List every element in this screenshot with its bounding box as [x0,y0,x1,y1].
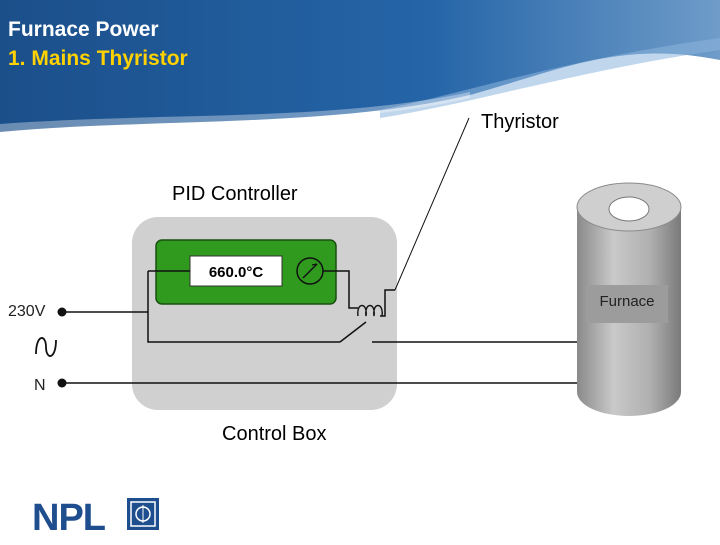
furnace-opening [608,196,650,222]
pid-controller-label: PID Controller [172,183,298,205]
title-line-2: 1. Mains Thyristor [8,47,188,70]
neutral-label: N [34,377,46,394]
voltage-label: 230V [8,303,46,320]
display-value: 660.0°C [209,264,264,281]
furnace-label-box [586,285,668,323]
control-box-label: Control Box [222,423,327,445]
terminal-n [57,378,67,388]
mains-wiring [57,307,578,388]
ac-sine-icon [35,337,57,357]
header-band [0,0,720,134]
npl-logo-text: NPL [32,497,106,539]
thyristor-coil-icon [357,304,383,317]
title-line-1: Furnace Power [8,18,159,41]
temperature-display [189,255,283,287]
furnace-label: Furnace [599,293,654,310]
thyristor-pointer-line [394,117,470,291]
terminal-230v [57,307,67,317]
thyristor-label: Thyristor [481,111,559,133]
npl-logo: NPL [32,497,159,539]
